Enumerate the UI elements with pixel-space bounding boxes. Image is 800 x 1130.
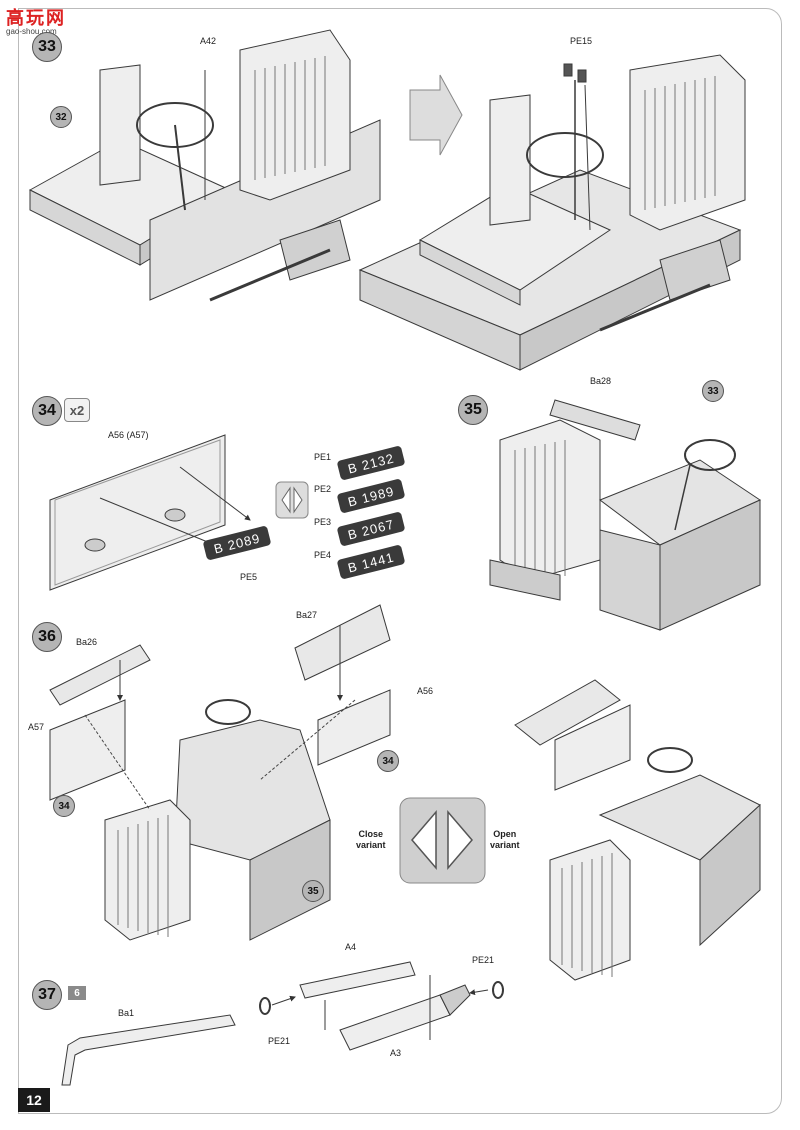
- label-pe21-left: PE21: [268, 1036, 291, 1046]
- step-33-badge: 33: [32, 32, 62, 62]
- watermark-url: gao-shou.com: [6, 27, 57, 36]
- ref-step-34-a: 34: [377, 750, 399, 772]
- close-variant-label: Close variant: [356, 829, 386, 850]
- label-ba28: Ba28: [590, 376, 612, 386]
- step33-transition-arrow: [409, 74, 463, 156]
- watermark-title: 高玩网: [6, 8, 66, 28]
- step-34-badge: 34: [32, 396, 62, 426]
- step36-open-variant: [514, 679, 761, 981]
- label-a3: A3: [390, 1048, 402, 1058]
- multiplier-badge: x2: [64, 398, 90, 422]
- watermark: 高玩网 gao-shou.com: [6, 4, 66, 36]
- label-pe3: PE3: [314, 517, 332, 527]
- label-a56: A56: [417, 686, 434, 696]
- label-pe1: PE1: [314, 452, 332, 462]
- step37-exhaust: [61, 961, 504, 1086]
- label-ba1: Ba1: [118, 1008, 135, 1018]
- label-pe21-right: PE21: [472, 955, 495, 965]
- step-36-badge: 36: [32, 622, 62, 652]
- step-35-badge: 35: [458, 395, 488, 425]
- label-pe15: PE15: [570, 36, 593, 46]
- step-37-badge: 37: [32, 980, 62, 1010]
- label-ba27: Ba27: [296, 610, 318, 620]
- ref-step-34-b: 34: [53, 795, 75, 817]
- step36-close-variant: [49, 604, 391, 941]
- label-pe4: PE4: [314, 550, 332, 560]
- ref-step-32: 32: [50, 106, 72, 128]
- page-number: 12: [18, 1088, 50, 1112]
- open-variant-label: Open variant: [490, 829, 520, 850]
- label-ba26: Ba26: [76, 637, 98, 647]
- ref-step-33: 33: [702, 380, 724, 402]
- step35-assembly: [489, 399, 762, 631]
- ref-step-35: 35: [302, 880, 324, 902]
- step33-chassis-left: [28, 29, 381, 302]
- paint-code-badge: 6: [68, 986, 86, 1000]
- step34-door-panel: [49, 434, 251, 591]
- label-a56-a57: A56 (A57): [108, 430, 149, 440]
- swap-icon-34: [275, 481, 309, 519]
- variant-swap-icon: [399, 797, 486, 884]
- label-a57: A57: [28, 722, 45, 732]
- label-a4: A4: [345, 942, 357, 952]
- label-pe2: PE2: [314, 484, 332, 494]
- label-a42: A42: [200, 36, 217, 46]
- step33-chassis-right: [358, 54, 746, 371]
- label-pe5: PE5: [240, 572, 258, 582]
